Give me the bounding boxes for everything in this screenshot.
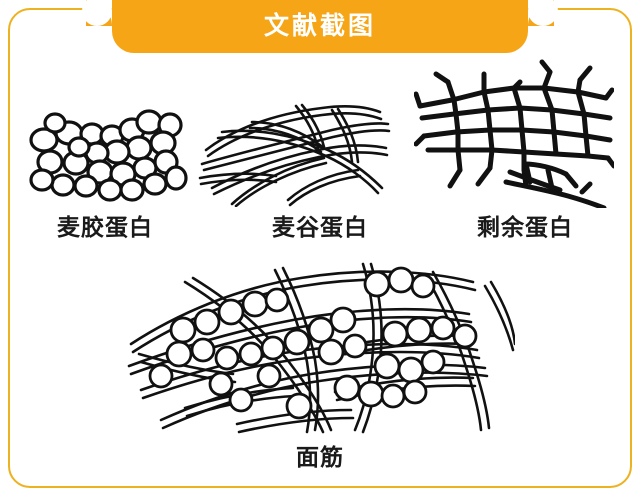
figure-residual	[414, 58, 614, 208]
caption-glutenin: 麦谷蛋白	[272, 214, 368, 240]
figure-gliadin	[22, 100, 192, 205]
caption-gliadin: 麦胶蛋白	[57, 214, 153, 240]
fibrous-strands-icon	[198, 103, 391, 207]
banner-title: 文献截图	[263, 12, 376, 40]
figure-glutenin	[192, 92, 392, 207]
caption-gluten: 面筋	[296, 444, 344, 470]
gluten-matrix-icon	[127, 262, 515, 434]
globular-protein-cluster-icon	[29, 109, 188, 202]
caption-residual: 剩余蛋白	[477, 214, 573, 240]
header-banner: 文献截图	[112, 0, 528, 53]
banner-notch-mask-left	[82, 0, 112, 26]
banner-notch-mask-right	[528, 0, 558, 26]
figure-gluten	[125, 258, 515, 436]
protein-network-mesh-icon	[414, 59, 614, 208]
